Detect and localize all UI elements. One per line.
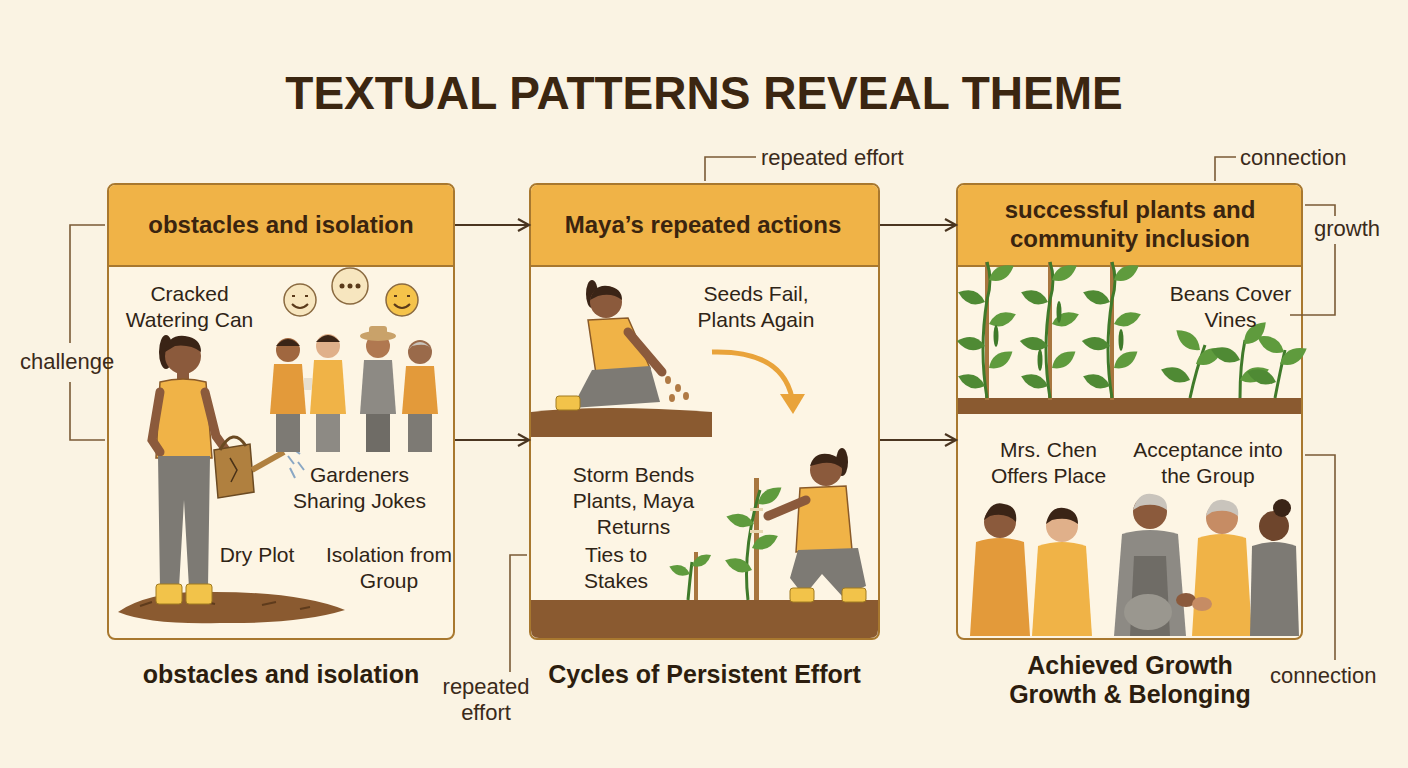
community-group — [1192, 534, 1252, 636]
bean-vines — [1119, 329, 1124, 351]
speech-bubbles — [394, 296, 410, 308]
illustration-label: Cracked Watering Can — [117, 281, 262, 333]
flow-arrow — [880, 224, 956, 226]
community-group — [1114, 530, 1186, 636]
gardeners-group — [310, 360, 346, 414]
annotation-label: repeated effort — [761, 145, 931, 171]
seeds — [669, 394, 675, 402]
annotation-label: connection — [1270, 663, 1400, 689]
illustration-label: Acceptance into the Group — [1118, 437, 1298, 489]
annotation-leaders — [1305, 205, 1335, 216]
seeds — [675, 384, 681, 392]
cracked-watering-can — [230, 458, 237, 482]
annotation-label: growth — [1314, 216, 1404, 242]
community-group — [1124, 594, 1172, 630]
speech-bubbles — [332, 268, 368, 304]
gardeners-group — [270, 364, 306, 414]
flow-arrow — [455, 224, 529, 226]
annotation-label: connection — [1240, 145, 1380, 171]
panel-heading: Maya’s repeated actions — [543, 185, 863, 265]
bean-vines — [1038, 349, 1043, 371]
flow-arrow — [455, 439, 529, 441]
illustration-label: Isolation from Group — [319, 542, 459, 594]
community-group — [1032, 542, 1092, 636]
speech-bubbles — [340, 284, 345, 289]
community-group — [970, 538, 1030, 636]
seed-plot — [531, 408, 712, 437]
gardeners-group — [304, 378, 312, 390]
panel-caption: Achieved Growth Growth & Belonging — [1000, 651, 1260, 709]
illustration-label: Seeds Fail, Plants Again — [681, 281, 831, 333]
gardeners-group — [316, 334, 340, 358]
speech-bubbles — [386, 284, 418, 316]
garden-bed — [531, 600, 878, 638]
community-group — [1273, 499, 1291, 517]
speech-bubbles — [356, 284, 361, 289]
annotation-leaders — [70, 382, 105, 440]
staked-plant — [750, 530, 763, 533]
gardeners-group — [276, 414, 300, 452]
panel-heading: obstacles and isolation — [121, 185, 441, 265]
seeds — [665, 376, 671, 384]
gardeners-group — [366, 414, 390, 452]
annotation-label: repeated effort — [436, 674, 536, 726]
diagram-title: TEXTUAL PATTERNS REVEAL THEME — [0, 68, 1408, 119]
illustration-label: Mrs. Chen Offers Place — [986, 437, 1111, 489]
maya-figure — [156, 584, 182, 604]
staked-plant — [750, 508, 763, 511]
maya-tying — [810, 454, 842, 486]
speech-bubbles — [284, 284, 316, 316]
annotation-leaders — [510, 555, 527, 672]
bean-vines — [1057, 301, 1062, 323]
annotation-leaders — [705, 157, 756, 181]
garden-bed — [531, 600, 878, 638]
speech-bubbles — [292, 296, 308, 308]
annotation-leaders — [1215, 157, 1236, 181]
gardeners-group — [316, 414, 340, 452]
illustration-label: Beans Cover Vines — [1163, 281, 1298, 333]
gardeners-group — [408, 414, 432, 452]
bean-bed — [958, 398, 1301, 414]
annotation-leaders — [70, 225, 105, 343]
maya-kneeling — [590, 286, 622, 318]
maya-tying — [790, 588, 814, 602]
speech-bubbles — [348, 284, 353, 289]
annotation-leaders — [1305, 455, 1335, 660]
bean-vines — [994, 325, 999, 347]
illustration-label: Gardeners Sharing Jokes — [277, 462, 442, 514]
gardeners-group — [276, 338, 300, 362]
panel-caption: obstacles and isolation — [109, 660, 453, 689]
maya-kneeling — [556, 396, 580, 410]
annotation-label: challenge — [20, 349, 120, 375]
gardeners-group — [408, 340, 432, 364]
maya-tying — [842, 588, 866, 602]
gardeners-group — [402, 366, 438, 414]
gardeners-group — [369, 326, 387, 336]
flow-arrow — [880, 439, 956, 441]
bean-bed — [958, 398, 1301, 414]
community-group — [1192, 597, 1212, 611]
illustration-label: Storm Bends Plants, Maya Returns — [541, 462, 726, 540]
gardeners-group — [360, 360, 396, 414]
panel-heading: successful plants and community inclusio… — [970, 185, 1290, 265]
maya-figure — [186, 584, 212, 604]
community-group — [1250, 542, 1299, 636]
seed-plot — [531, 408, 712, 437]
seeds — [683, 392, 689, 400]
cracked-watering-can — [214, 444, 254, 498]
illustration-label: Ties to Stakes — [571, 542, 661, 594]
annotation-leaders — [70, 157, 1335, 672]
illustration-label: Dry Plot — [207, 542, 307, 568]
panel-caption: Cycles of Persistent Effort — [531, 660, 878, 689]
